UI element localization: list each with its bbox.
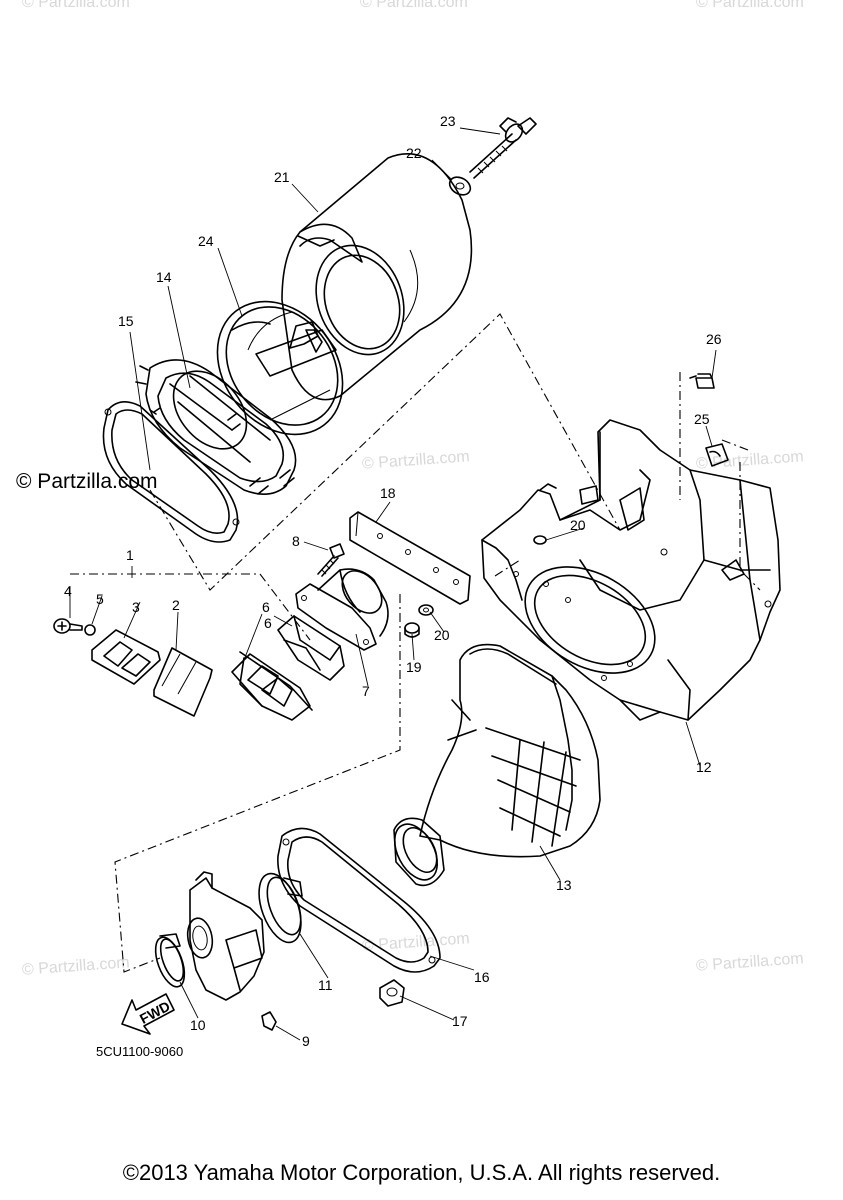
callout-25: 25: [694, 411, 710, 427]
diagram-code: 5CU1100-9060: [96, 1044, 184, 1059]
fwd-label: FWD: [137, 998, 173, 1027]
callout-6a: 6: [262, 599, 270, 615]
clip-9: [261, 1011, 277, 1031]
callout-6b: 6: [264, 615, 272, 631]
callout-labels: 23 22 21 24 14 15 26 25 18 20 8 1 4 5 3 …: [64, 113, 722, 1049]
callout-20a: 20: [570, 517, 586, 533]
callout-2: 2: [172, 597, 180, 613]
callout-20b: 20: [434, 627, 450, 643]
joint-7: [295, 568, 389, 651]
bolt-26: [689, 373, 715, 389]
callout-21: 21: [274, 169, 290, 185]
washer-5: [84, 624, 96, 636]
callout-13: 13: [556, 877, 572, 893]
clamp-11: [258, 872, 303, 944]
gasket-15: [102, 401, 240, 543]
filter-guide-24: [216, 300, 344, 436]
callout-22: 22: [406, 145, 422, 161]
copyright-footer: ©2013 Yamaha Motor Corporation, U.S.A. A…: [122, 1160, 721, 1185]
callout-12: 12: [696, 759, 712, 775]
air-filter-element-21: [281, 153, 473, 401]
stopper-plate-2: [153, 647, 213, 717]
carburetor: [186, 871, 265, 1001]
callout-26: 26: [706, 331, 722, 347]
callout-5: 5: [96, 591, 104, 607]
plate-18: [349, 511, 471, 605]
watermark-top-center: © Partzilla.com: [360, 0, 468, 11]
air-duct-13: [393, 643, 601, 887]
callout-1: 1: [126, 547, 134, 563]
callout-18: 18: [380, 485, 396, 501]
callout-10: 10: [190, 1017, 206, 1033]
callout-4: 4: [64, 583, 72, 599]
callout-8: 8: [292, 533, 300, 549]
air-box-case-12: [481, 419, 781, 721]
watermark-top-right: © Partzilla.com: [696, 0, 804, 11]
nut-17: [379, 979, 405, 1007]
callout-17: 17: [452, 1013, 468, 1029]
callout-16: 16: [474, 969, 490, 985]
reed-3: [91, 629, 161, 685]
filter-holder-14: [135, 359, 297, 495]
clip-nut-25: [705, 443, 729, 467]
callout-3: 3: [132, 599, 140, 615]
assembly-dash-lines: [70, 313, 761, 973]
callout-14: 14: [156, 269, 172, 285]
callout-7: 7: [362, 683, 370, 699]
screw-4: [53, 618, 83, 634]
watermark-main: © Partzilla.com: [16, 470, 158, 493]
callout-9: 9: [302, 1033, 310, 1049]
reed-valve-6: [231, 615, 345, 721]
watermark-top-left: © Partzilla.com: [22, 0, 130, 11]
leader-lines: [69, 127, 717, 1041]
bolt-8: [317, 543, 345, 577]
clamp-10: [154, 933, 186, 988]
callout-11: 11: [318, 977, 333, 993]
wing-bolt-23: [469, 117, 537, 179]
callout-24: 24: [198, 233, 214, 249]
callout-23: 23: [440, 113, 456, 129]
gasket-16: [277, 827, 441, 973]
callout-19: 19: [406, 659, 422, 675]
fwd-arrow: FWD: [121, 993, 175, 1035]
callout-15: 15: [118, 313, 134, 329]
